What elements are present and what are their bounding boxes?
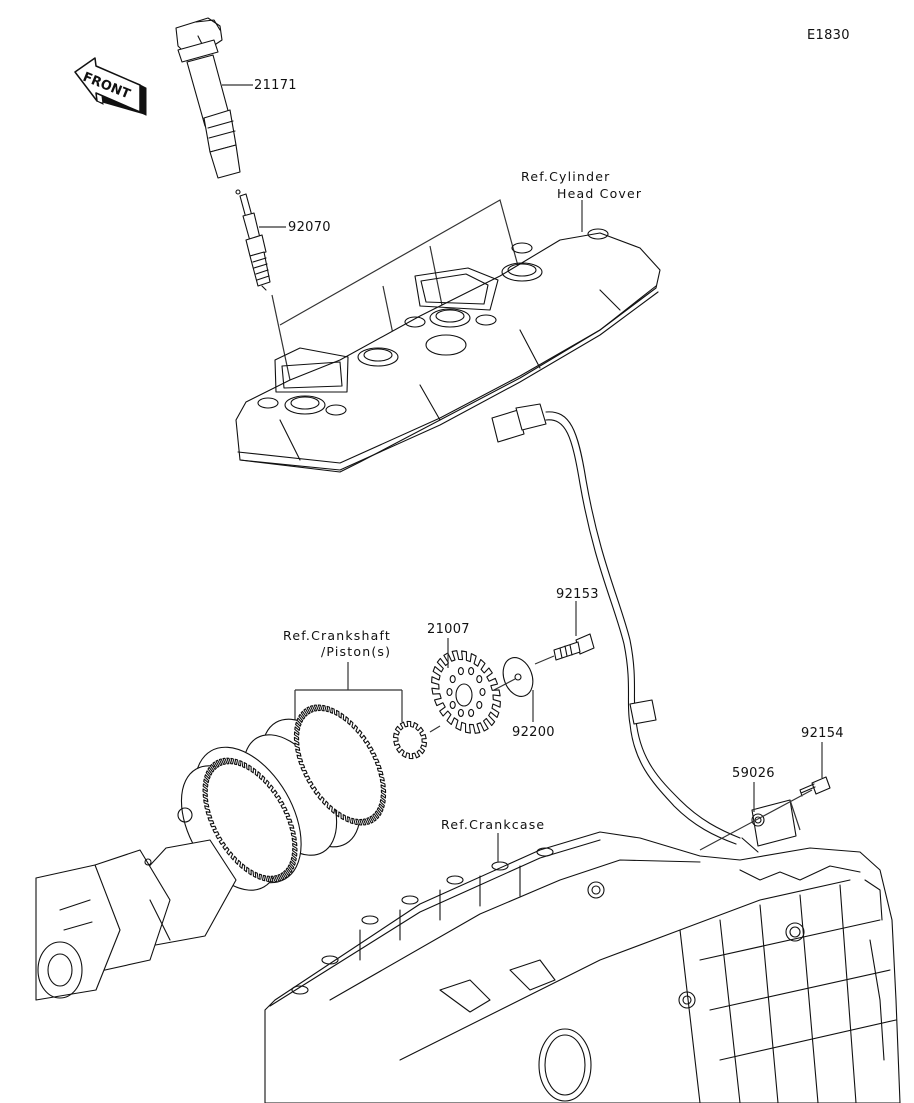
rotor-hole xyxy=(468,667,475,676)
crank-pinion-gear[interactable] xyxy=(388,717,431,764)
rotor-hole xyxy=(457,667,464,676)
part-label-92200[interactable]: 92200 xyxy=(512,725,555,740)
crankcase[interactable] xyxy=(264,831,901,1103)
ref-crankshaft-line2[interactable]: /Piston(s) xyxy=(321,644,391,659)
sensor-bolt[interactable] xyxy=(799,776,831,797)
rotor-hub xyxy=(455,683,473,707)
rotor-bolt[interactable] xyxy=(553,633,595,661)
front-arrow-icon: FRONT xyxy=(74,57,147,116)
spark-plug[interactable] xyxy=(239,193,271,291)
crankshaft-sensor[interactable] xyxy=(741,799,797,853)
leader-crankshaft xyxy=(294,662,403,728)
figure-code: E1830 xyxy=(807,28,850,43)
axis-line-bolt xyxy=(534,655,555,665)
bolt-guide-lines xyxy=(699,789,813,851)
timing-rotor[interactable] xyxy=(419,639,514,744)
secondary-gear-teeth xyxy=(202,757,298,883)
axis-line-rotor xyxy=(429,725,441,733)
install-bracket-lines xyxy=(271,199,519,381)
cylinder-head-cover[interactable] xyxy=(235,228,661,473)
rotor-teeth xyxy=(431,650,501,734)
part-label-92153[interactable]: 92153 xyxy=(556,587,599,602)
washer[interactable] xyxy=(498,653,538,700)
part-label-21007[interactable]: 21007 xyxy=(427,622,470,637)
part-label-59026[interactable]: 59026 xyxy=(732,766,775,781)
ref-crankcase[interactable]: Ref.Crankcase xyxy=(441,817,545,832)
rotor-hole xyxy=(479,687,486,697)
rotor-hole xyxy=(457,708,464,717)
rotor-hole xyxy=(476,675,483,684)
ref-crankshaft-line1[interactable]: Ref.Crankshaft xyxy=(283,628,391,643)
part-label-92070[interactable]: 92070 xyxy=(288,220,331,235)
primary-gear-teeth xyxy=(293,704,387,826)
pinion-teeth xyxy=(392,720,428,760)
rotor-hole xyxy=(449,675,456,684)
axis-line-washer xyxy=(493,678,516,691)
ref-cylinder-head-cover-line1[interactable]: Ref.Cylinder xyxy=(521,169,610,184)
rotor-hole xyxy=(449,700,456,709)
rotor-hole xyxy=(468,708,475,717)
sensor-harness[interactable] xyxy=(491,403,741,845)
part-label-21171[interactable]: 21171 xyxy=(254,78,297,93)
part-label-92154[interactable]: 92154 xyxy=(801,726,844,741)
rotor-hole xyxy=(446,687,453,697)
ignition-coil[interactable] xyxy=(175,17,241,195)
ref-cylinder-head-cover-line2[interactable]: Head Cover xyxy=(557,186,642,201)
rotor-hole xyxy=(476,700,483,709)
crankshaft-assembly[interactable] xyxy=(35,690,404,1001)
